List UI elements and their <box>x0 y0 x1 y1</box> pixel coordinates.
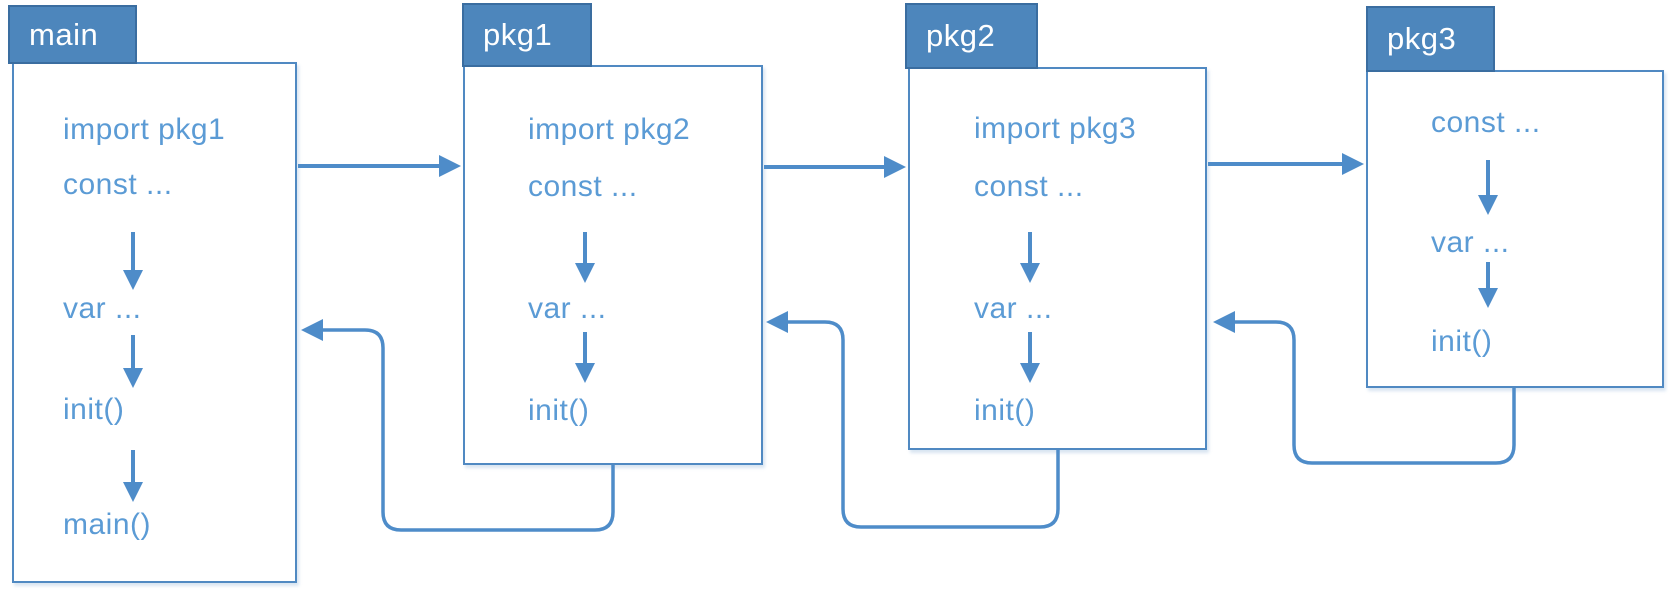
code-line-const: const ... <box>528 170 638 203</box>
package-box-main <box>12 62 297 583</box>
code-line-init: init() <box>974 394 1036 427</box>
code-line-var: var ... <box>63 292 142 325</box>
code-line-init: init() <box>1431 325 1493 358</box>
code-line-const: const ... <box>63 168 173 201</box>
arrow-pkg2-to-pkg3-icon <box>1208 153 1364 175</box>
code-line-import: import pkg1 <box>63 113 226 146</box>
arrow-main-to-pkg1-icon <box>298 155 461 177</box>
code-line-var: var ... <box>974 292 1053 325</box>
package-tab-main: main <box>8 5 137 64</box>
package-tab-label: pkg1 <box>483 17 553 52</box>
package-tab-label: pkg3 <box>1387 21 1457 56</box>
code-line-const: const ... <box>974 170 1084 203</box>
code-line-var: var ... <box>528 292 607 325</box>
code-line-const: const ... <box>1431 106 1541 139</box>
code-line-import: import pkg3 <box>974 112 1137 145</box>
code-line-main: main() <box>63 508 152 541</box>
package-tab-pkg1: pkg1 <box>462 3 592 67</box>
package-tab-pkg3: pkg3 <box>1366 6 1495 72</box>
code-line-init: init() <box>63 393 125 426</box>
code-line-import: import pkg2 <box>528 113 691 146</box>
arrow-pkg1-to-pkg2-icon <box>764 156 906 178</box>
code-line-var: var ... <box>1431 226 1510 259</box>
package-tab-pkg2: pkg2 <box>905 3 1038 69</box>
code-line-init: init() <box>528 394 590 427</box>
package-tab-label: pkg2 <box>926 18 996 53</box>
package-tab-label: main <box>29 16 99 52</box>
